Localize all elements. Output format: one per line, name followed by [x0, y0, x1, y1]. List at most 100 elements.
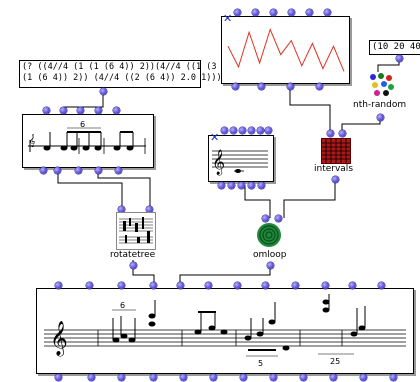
chordseq-outlet-3[interactable] — [238, 182, 245, 189]
bpf-outlet-2[interactable] — [258, 83, 265, 90]
bpf-inlet-2[interactable] — [252, 9, 259, 16]
rhythm-tree-text-box[interactable]: (? ((4//4 (1 (1 (6 4)) 2))(4//4 ((1 (3 3… — [19, 60, 237, 88]
score-inlet-10[interactable] — [322, 282, 329, 289]
bpf-outlet-1[interactable] — [232, 83, 239, 90]
score-inlet-8[interactable] — [262, 282, 269, 289]
chordseq-inlet-1[interactable] — [221, 127, 228, 134]
score-outlet-9[interactable] — [300, 374, 307, 381]
chordseq-inlet-6[interactable] — [265, 127, 272, 134]
spiral-icon[interactable] — [256, 222, 282, 248]
list-text-outlet[interactable] — [396, 55, 403, 62]
rhythm-voice-inlet-5[interactable] — [113, 107, 120, 114]
close-icon[interactable]: ✕ — [223, 12, 233, 25]
connection-chordseq-to-omloop — [244, 185, 271, 218]
score-outlet-8[interactable] — [270, 374, 277, 381]
red-grid-icon[interactable] — [321, 138, 351, 164]
bpf-outlet-4[interactable] — [316, 83, 323, 90]
score-outlet-5[interactable] — [180, 374, 187, 381]
list-text-box[interactable]: (10 20 40) — [369, 40, 420, 55]
score-inlet-11[interactable] — [349, 282, 356, 289]
colored-dots-icon[interactable] — [367, 72, 395, 98]
rhythm-voice-inlet-1[interactable] — [43, 107, 50, 114]
score-outlet-1[interactable] — [55, 374, 62, 381]
rhythm-voice-box[interactable] — [22, 114, 154, 168]
chordseq-outlet-4[interactable] — [248, 182, 255, 189]
bpf-box[interactable] — [221, 16, 350, 84]
omloop-label: omloop — [253, 250, 287, 260]
list-text-value: (10 20 40) — [372, 42, 420, 52]
nth-random-outlet[interactable] — [377, 114, 384, 121]
rhythm-tuplet-label: 6 — [80, 120, 85, 129]
score-outlet-2[interactable] — [88, 374, 95, 381]
rhythm-voice-outlet-5[interactable] — [115, 167, 122, 174]
rhythm-voice-outlet-1[interactable] — [40, 167, 47, 174]
rhythm-voice-inlet-2[interactable] — [60, 107, 67, 114]
chordseq-outlet-2[interactable] — [228, 182, 235, 189]
chordseq-inlet-5[interactable] — [257, 127, 264, 134]
connection-intervals-to-chordseq — [283, 176, 336, 218]
rhythm-voice-inlet-4[interactable] — [95, 107, 102, 114]
rotatetree-inlet-1[interactable] — [118, 206, 125, 213]
chordseq-inlet-3[interactable] — [239, 127, 246, 134]
omloop-inlet-2[interactable] — [275, 215, 282, 222]
score-inlet-4[interactable] — [150, 282, 157, 289]
rhythm-voice-inlet-3[interactable] — [77, 107, 84, 114]
score-outlet-12[interactable] — [390, 374, 397, 381]
rhythm-voice-outlet-2[interactable] — [54, 167, 61, 174]
score-inlet-5[interactable] — [177, 282, 184, 289]
score-inlet-7[interactable] — [234, 282, 241, 289]
omloop-inlet-1[interactable] — [262, 215, 269, 222]
connection-voice-to-rotatetree-2 — [97, 170, 151, 210]
bpf-inlet-3[interactable] — [270, 9, 277, 16]
intervals-outlet[interactable] — [332, 176, 339, 183]
connection-nthrandom-to-intervals — [341, 117, 381, 134]
svg-text:𝄞: 𝄞 — [50, 321, 68, 357]
bpf-inlet-6[interactable] — [324, 9, 331, 16]
chordseq-outlet-1[interactable] — [218, 182, 225, 189]
connection-omloop-to-score — [179, 262, 271, 284]
rhythm-voice-outlet-4[interactable] — [95, 167, 102, 174]
score-tuplet-6: 6 — [120, 301, 125, 310]
bpf-inlet-4[interactable] — [288, 9, 295, 16]
rotatetree-label: rotatetree — [110, 250, 156, 260]
score-inlet-9[interactable] — [292, 282, 299, 289]
score-fragment-icon[interactable] — [116, 212, 156, 250]
intervals-inlet-1[interactable] — [327, 130, 334, 137]
chordseq-inlet-2[interactable] — [230, 127, 237, 134]
omloop-outlet[interactable] — [267, 262, 274, 269]
score-outlet-10[interactable] — [330, 374, 337, 381]
bpf-curve — [227, 27, 345, 72]
score-outlet-11[interactable] — [360, 374, 367, 381]
chordseq-box[interactable] — [208, 135, 274, 182]
score-inlet-6[interactable] — [205, 282, 212, 289]
bpf-polyline — [227, 27, 345, 72]
rhythm-voice-notation: 6 𝄞 — [28, 120, 146, 154]
score-outlet-4[interactable] — [150, 374, 157, 381]
rotatetree-inlet-2[interactable] — [146, 206, 153, 213]
score-inlet-12[interactable] — [378, 282, 385, 289]
score-outlet-3[interactable] — [118, 374, 125, 381]
rotatetree-outlet[interactable] — [130, 262, 137, 269]
intervals-label: intervals — [314, 164, 354, 174]
chordseq-close-icon[interactable]: ✕ — [210, 131, 220, 144]
rhythm-tree-text-line-2: (1 (6 4)) 2)) (4//4 ((2 (6 4)) 2.0 1)))) — [22, 73, 227, 83]
score-inlet-3[interactable] — [118, 282, 125, 289]
bpf-inlet-1[interactable] — [234, 9, 241, 16]
score-tuplet-5: 5 — [258, 359, 263, 368]
main-score-notation: 𝄞 6 5 25 — [44, 294, 406, 368]
chordseq-outlet-5[interactable] — [258, 182, 265, 189]
score-inlet-2[interactable] — [86, 282, 93, 289]
score-outlet-7[interactable] — [240, 374, 247, 381]
rhythm-voice-outlet-3[interactable] — [75, 167, 82, 174]
rhythm-tree-text-line-1: (? ((4//4 (1 (1 (6 4)) 2))(4//4 ((1 (3 3… — [22, 62, 237, 72]
score-outlet-6[interactable] — [210, 374, 217, 381]
score-inlet-1[interactable] — [55, 282, 62, 289]
chordseq-inlet-4[interactable] — [248, 127, 255, 134]
score-tuplet-25: 25 — [330, 357, 340, 366]
svg-text:𝄞: 𝄞 — [212, 149, 225, 175]
connection-voice-to-rotatetree — [57, 170, 123, 210]
bpf-inlet-5[interactable] — [306, 9, 313, 16]
bpf-outlet-3[interactable] — [287, 83, 294, 90]
rhythm-tree-text-outlet[interactable] — [100, 88, 107, 95]
intervals-inlet-2[interactable] — [339, 130, 346, 137]
